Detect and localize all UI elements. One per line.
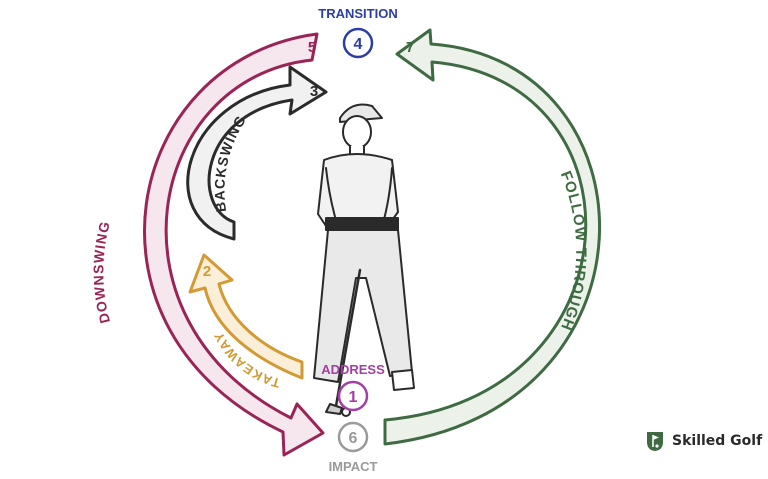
- impact-label: IMPACT: [329, 459, 378, 474]
- backswing-arrow: [186, 65, 328, 241]
- impact-step-number: 6: [349, 430, 358, 447]
- transition-step-marker: 4: [342, 27, 374, 59]
- brand-name: Skilled Golf: [672, 433, 763, 449]
- downswing-step-number: 5: [308, 39, 316, 56]
- golfer-illustration: [313, 103, 415, 417]
- downswing-label-text: DOWNSWING: [90, 219, 113, 325]
- address-label: ADDRESS: [321, 362, 385, 377]
- address-step-marker: 1: [337, 380, 369, 412]
- follow-through-arrow: [383, 28, 601, 446]
- backswing-step-number: 3: [310, 83, 318, 100]
- transition-step-number: 4: [354, 36, 363, 53]
- follow-through-step-number: 7: [406, 39, 414, 56]
- address-step-number: 1: [349, 389, 358, 406]
- transition-label: TRANSITION: [318, 6, 397, 21]
- takeaway-step-number: 2: [203, 263, 211, 280]
- impact-step-marker: 6: [337, 421, 369, 453]
- downswing-label: DOWNSWING: [90, 219, 112, 325]
- golf-flag-icon: [647, 432, 663, 451]
- downswing-arrow: [143, 32, 325, 457]
- brand-logo: Skilled Golf: [644, 430, 762, 452]
- takeaway-arrow: [188, 253, 304, 380]
